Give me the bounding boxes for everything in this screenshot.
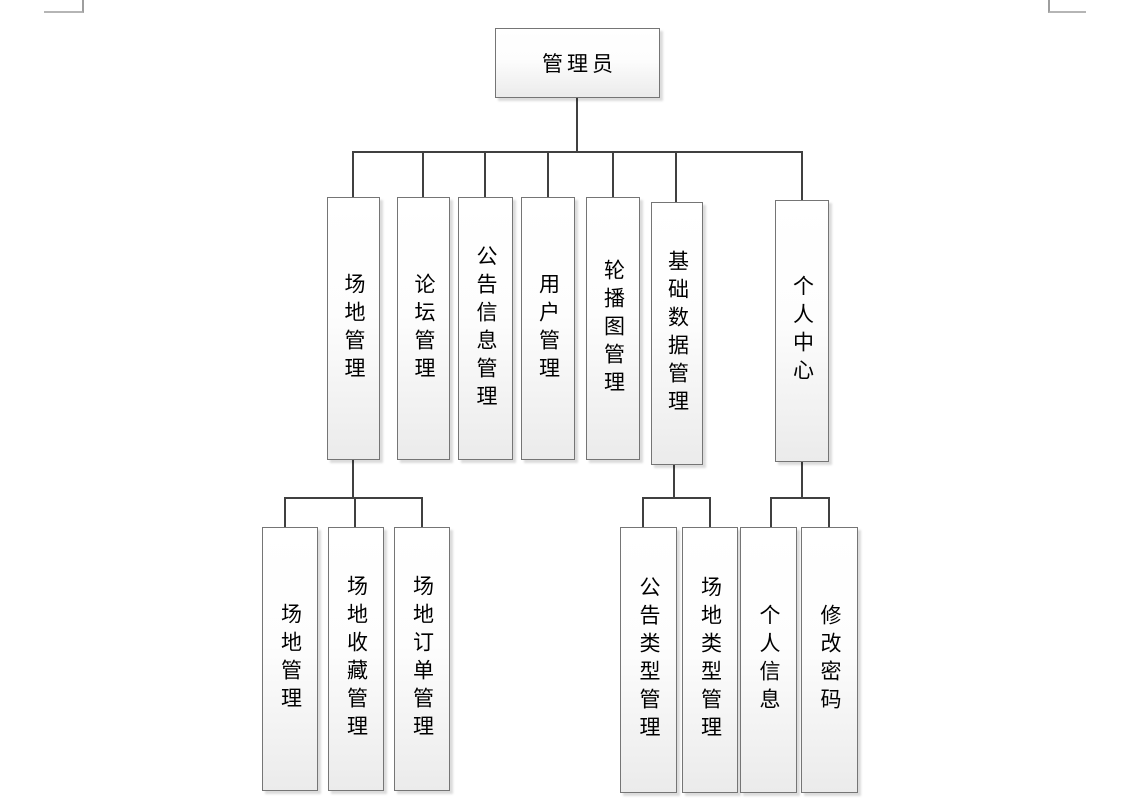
node-user-management-label: 用户管理 [536,272,560,385]
connector-base-data-stem [673,464,675,499]
node-announcement-type-management: 公告类型管理 [620,527,677,793]
node-venue-management: 场地管理 [327,197,380,460]
connector-drop-venue-order [421,497,423,527]
node-admin-root-label: 管理员 [542,53,617,76]
node-venue-management-label: 场地管理 [342,272,365,385]
connector-drop-personal-center [801,151,803,200]
connector-venue-stem [352,459,354,499]
connector-drop-venue-mgmt [352,151,354,197]
connector-drop-change-password [828,497,830,527]
cropped-box-fragment-left [44,0,84,13]
connector-drop-announce-info-mgmt [484,151,486,197]
connector-drop-venue-sub [284,497,286,527]
node-user-management: 用户管理 [521,197,575,460]
node-announcement-info-management: 公告信息管理 [458,197,513,460]
node-personal-center: 个人中心 [775,200,829,462]
cropped-box-fragment-right [1048,0,1086,13]
node-venue-type-management-label: 场地类型管理 [698,576,722,744]
node-forum-management-label: 论坛管理 [412,272,435,385]
node-venue-type-management: 场地类型管理 [682,527,738,793]
node-venue-management-sub: 场地管理 [262,527,318,791]
node-venue-favorite-management: 场地收藏管理 [328,527,384,791]
node-venue-order-management: 场地订单管理 [394,527,450,791]
node-carousel-management-label: 轮播图管理 [601,258,625,399]
node-personal-info-label: 个人信息 [757,604,780,716]
connector-root-stem [576,97,578,153]
connector-drop-base-data-mgmt [675,151,677,202]
node-change-password-label: 修改密码 [818,604,841,716]
connector-personal-stem [801,461,803,499]
connector-drop-personal-info [770,497,772,527]
node-carousel-management: 轮播图管理 [586,197,640,460]
connector-drop-carousel-mgmt [612,151,614,197]
node-venue-management-sub-label: 场地管理 [278,603,302,715]
connector-venue-bus [284,497,423,499]
node-base-data-management: 基础数据管理 [651,202,703,465]
node-change-password: 修改密码 [801,527,858,793]
node-announcement-info-management-label: 公告信息管理 [474,244,497,413]
connector-drop-announce-type [642,497,644,527]
node-venue-favorite-management-label: 场地收藏管理 [344,575,368,743]
connector-drop-forum-mgmt [422,151,424,197]
connector-base-data-bus [642,497,711,499]
node-base-data-management-label: 基础数据管理 [665,249,689,418]
node-personal-center-label: 个人中心 [790,275,814,387]
node-forum-management: 论坛管理 [397,197,450,460]
connector-drop-venue-type [709,497,711,527]
node-announcement-type-management-label: 公告类型管理 [637,576,660,744]
connector-drop-venue-favorite [354,497,356,527]
node-personal-info: 个人信息 [740,527,797,793]
connector-level2-bus [352,151,803,153]
node-admin-root: 管理员 [495,28,660,98]
connector-personal-bus [770,497,830,499]
node-venue-order-management-label: 场地订单管理 [410,575,434,743]
connector-drop-user-mgmt [547,151,549,197]
